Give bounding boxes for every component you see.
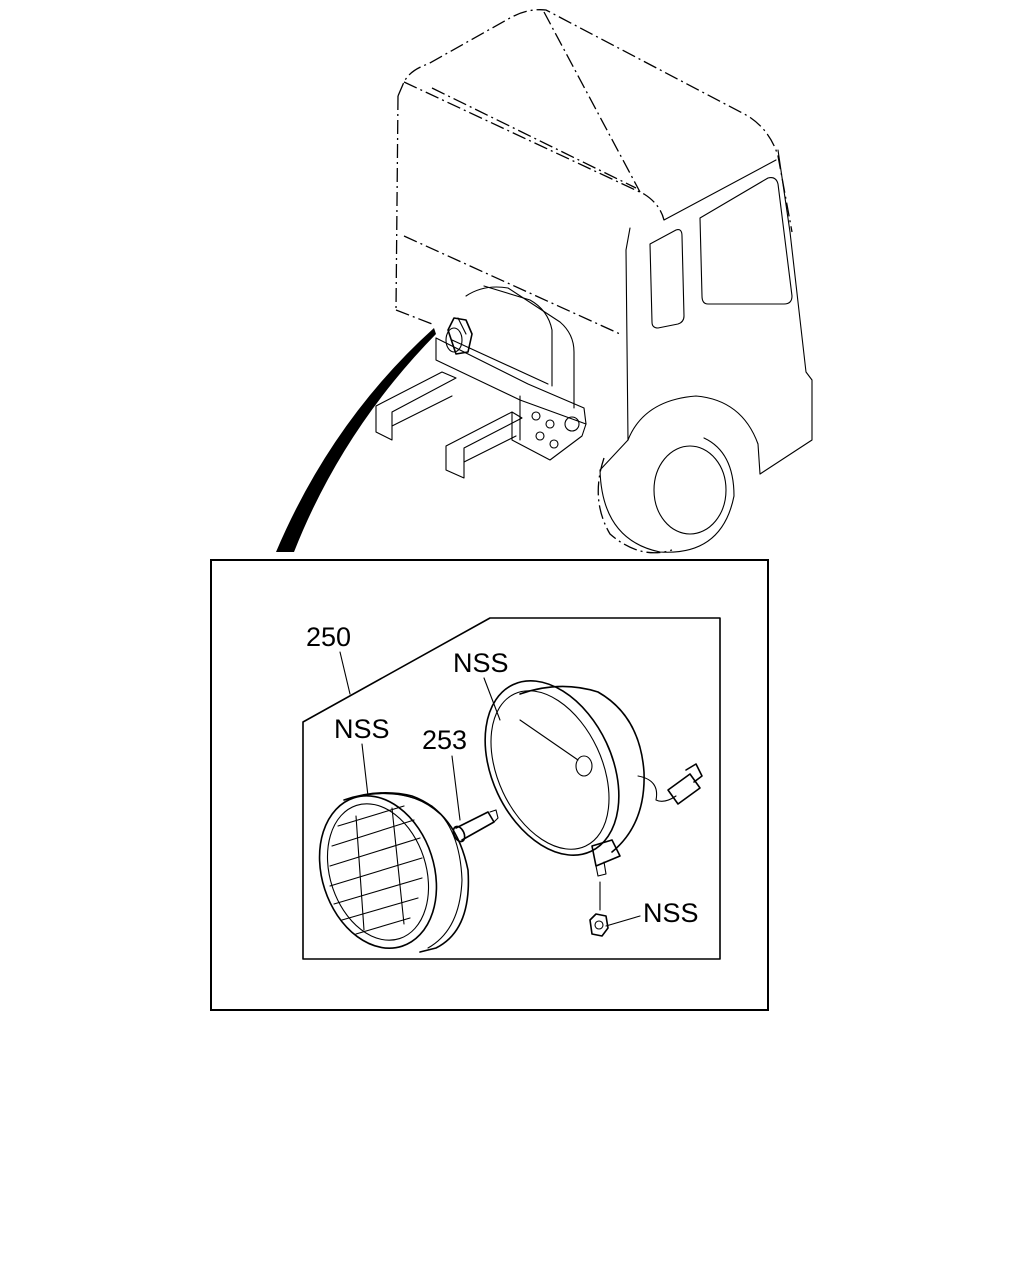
callout-nss-lens-unit: NSS [334,714,390,744]
detail-pointer-arrow [276,328,436,552]
lamp-bulb [452,809,499,843]
leader-lines [339,651,641,927]
lamp-lens-grille [318,792,470,953]
callout-nss-housing: NSS [453,648,509,678]
mounted-fog-lamp [445,317,473,355]
truck-cab-outline [375,9,813,554]
lamp-housing [484,680,703,877]
callout-253-bulb: 253 [422,725,467,755]
callout-nss-nut: NSS [643,898,699,928]
mounting-nut [589,913,609,937]
callout-250-assembly: 250 [306,622,351,652]
detail-frame [210,559,769,1011]
assembly-bracket-outline [302,617,721,960]
